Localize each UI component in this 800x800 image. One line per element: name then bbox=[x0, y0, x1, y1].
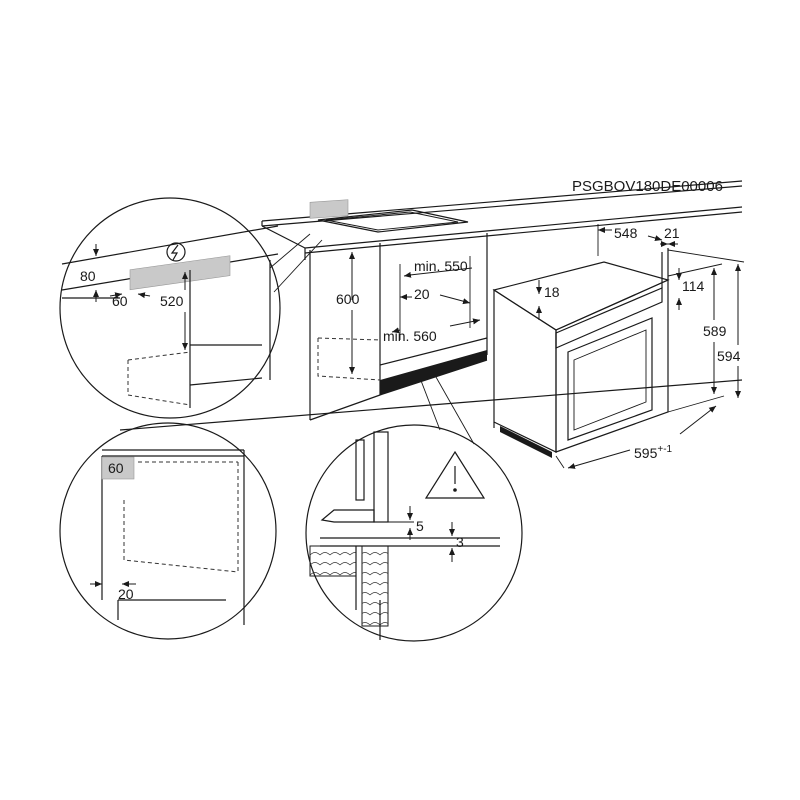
electric-connection-icon bbox=[166, 242, 186, 262]
oven-drawing bbox=[492, 248, 670, 458]
dim-21: 21 bbox=[664, 225, 680, 241]
zoom2-dim-60: 60 bbox=[108, 460, 124, 476]
dim-589: 589 bbox=[703, 323, 727, 339]
zoom1-dim-60: 60 bbox=[112, 293, 128, 309]
warning-triangle-icon bbox=[424, 450, 486, 499]
dim-594: 594 bbox=[717, 348, 741, 364]
cabinet-perspective bbox=[119, 180, 743, 431]
zoom3-dim-3: 3 bbox=[456, 534, 464, 550]
zoom-circle-side bbox=[59, 422, 277, 640]
zoom-circle-ventilation bbox=[305, 424, 523, 642]
dim-18: 18 bbox=[544, 284, 560, 300]
dim-min-550: min. 550 bbox=[414, 258, 468, 274]
dim-600: 600 bbox=[336, 291, 360, 307]
zoom2-dim-20: 20 bbox=[118, 586, 134, 602]
diagram-code: PSGBOV180DE00006 bbox=[572, 178, 723, 195]
dim-min-560: min. 560 bbox=[383, 328, 437, 344]
dim-114: 114 bbox=[682, 278, 705, 294]
zoom1-dim-80: 80 bbox=[80, 268, 96, 284]
dim-548: 548 bbox=[614, 225, 638, 241]
zoom3-dim-5: 5 bbox=[416, 518, 424, 534]
zoom1-dim-520: 520 bbox=[160, 293, 184, 309]
dim-20: 20 bbox=[414, 286, 430, 302]
dim-595: 595+-1 bbox=[634, 444, 673, 461]
